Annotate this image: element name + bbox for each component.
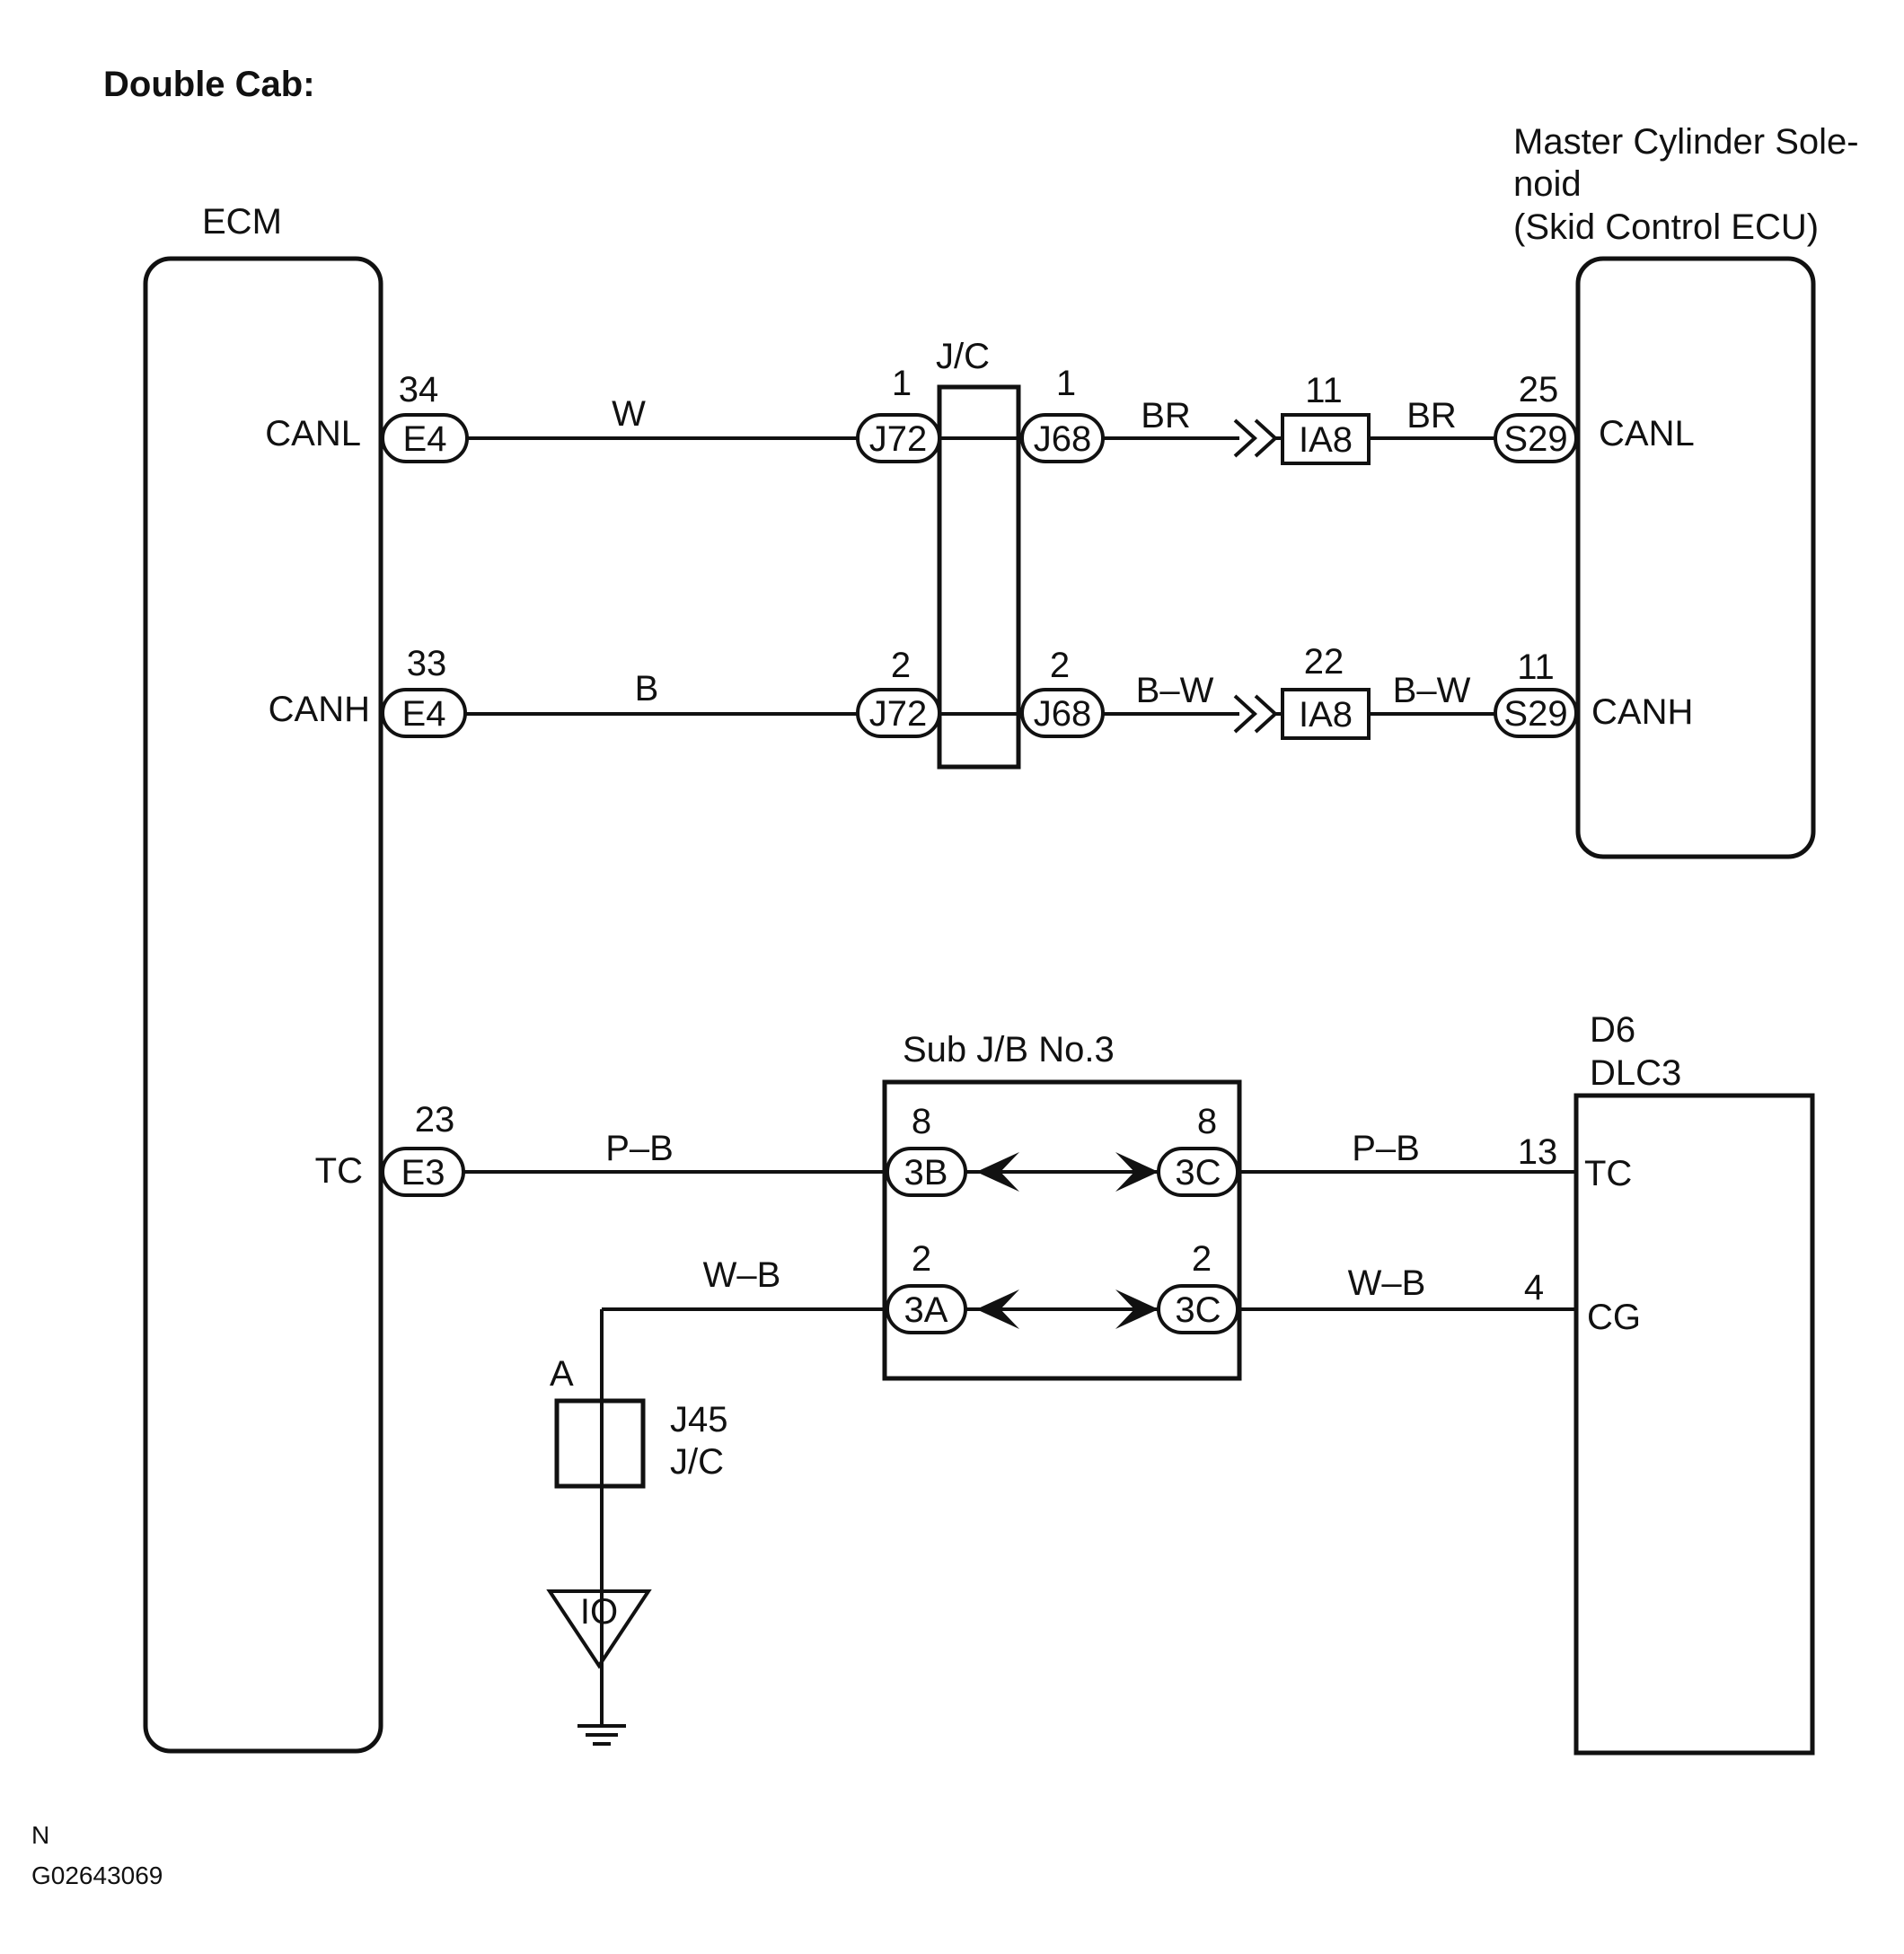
connector-pin: 8 [912,1102,931,1141]
connector-pin: 34 [399,370,439,409]
wire-label-wb-1: W–B [703,1255,781,1295]
connector-code: S29 [1503,419,1567,459]
master-pin-canh: CANH [1591,692,1693,732]
dlc-label-line1: D6 [1590,1010,1635,1050]
connector-code: J72 [869,694,928,734]
dlc-pin-cg: CG [1587,1298,1641,1337]
dlc-pin-tc: TC [1584,1154,1632,1193]
j45-point-label: A [550,1354,574,1394]
connector-3c-cg: 3C 2 [1157,1239,1239,1334]
connector-ia8-canl: IA8 11 [1281,371,1371,465]
wire-label-pb-2: P–B [1352,1129,1420,1168]
plug-arrow-2a [1233,694,1257,734]
connector-pin: 33 [407,644,447,683]
master-label-line1: Master Cylinder Sole- [1513,122,1859,162]
connector-3a: 3A 2 [886,1239,967,1334]
subjb-label: Sub J/B No.3 [903,1030,1115,1069]
subjb-box [882,1079,1242,1381]
connector-code: J72 [869,419,928,459]
connector-code: 3A [904,1290,948,1330]
wire-label-w: W [612,394,646,434]
wire-label-pb-1: P–B [605,1129,674,1168]
connector-pin: 2 [1050,646,1070,685]
connector-pin: 2 [912,1239,931,1279]
dlc-pin-number-tc: 13 [1518,1132,1558,1172]
ground-point-label: IO [580,1592,618,1632]
wire-label-br-1: BR [1141,396,1191,436]
j45-label-line2: J/C [670,1442,724,1482]
connector-code: E3 [401,1153,445,1193]
connector-e4-canh: E4 33 [381,644,467,738]
wire-label-bw-1: B–W [1136,671,1214,710]
connector-code: 3C [1175,1290,1221,1330]
plug-filled-1b [1115,1152,1159,1192]
connector-e3-tc: E3 23 [381,1100,465,1197]
connector-code: 3B [904,1153,948,1193]
connector-code: J68 [1034,694,1092,734]
connector-pin: 1 [1056,364,1076,403]
plug-arrow-1b [1254,418,1278,458]
j45-jc-box [554,1398,646,1489]
ground-point-triangle [546,1589,652,1669]
dlc-label-line2: DLC3 [1590,1053,1681,1093]
connector-e4-canl: E4 34 [381,370,469,463]
connector-3c-tc: 3C 8 [1157,1102,1239,1197]
jc-top-box [937,384,1021,770]
wire-label-br-2: BR [1406,396,1457,436]
connector-pin: 8 [1197,1102,1217,1141]
connector-code: E4 [402,694,446,734]
connector-s29-canl: S29 25 [1494,370,1578,463]
connector-pin: 1 [892,364,912,403]
footer-mark: N [31,1821,49,1849]
ecm-label: ECM [202,202,282,242]
connector-code: IA8 [1299,695,1353,735]
ecm-pin-tc: TC [315,1151,363,1191]
connector-code: S29 [1503,694,1567,734]
plug-arrow-2b [1254,694,1278,734]
connector-ia8-canh: IA8 22 [1281,642,1371,740]
connector-pin: 25 [1519,370,1559,409]
ecm-pin-canl: CANL [265,414,361,453]
connector-3b: 3B 8 [886,1102,967,1197]
connector-pin: 2 [1192,1239,1212,1279]
ground-icon [577,1724,626,1746]
connector-code: 3C [1175,1153,1221,1193]
plug-filled-1a [976,1152,1019,1192]
master-pin-canl: CANL [1599,414,1695,453]
connector-pin: 23 [415,1100,455,1140]
connector-j68-canh: J68 2 [1020,646,1105,738]
connector-j72-canl: J72 1 [856,364,941,463]
connector-j68-canl: J68 1 [1020,364,1105,463]
dlc3-box [1573,1093,1815,1756]
jc-top-label: J/C [936,337,990,376]
master-cylinder-box [1575,256,1816,859]
wire-label-bw-2: B–W [1393,671,1471,710]
connector-pin: 11 [1305,371,1343,410]
connector-pin: 22 [1304,642,1344,682]
connector-j72-canh: J72 2 [856,646,941,738]
ecm-box [143,256,383,1754]
wire-label-b: B [635,669,659,709]
master-label-line3: (Skid Control ECU) [1513,207,1819,247]
dlc-pin-number-cg: 4 [1524,1268,1544,1307]
footer-code: G02643069 [31,1862,163,1889]
connector-code: E4 [403,419,447,459]
connector-code: J68 [1034,419,1092,459]
plug-arrow-1a [1233,418,1257,458]
wire-label-wb-2: W–B [1348,1263,1426,1303]
plug-filled-2b [1115,1289,1159,1329]
ecm-pin-canh: CANH [269,690,370,729]
plug-filled-2a [976,1289,1019,1329]
j45-label-line1: J45 [670,1400,728,1439]
master-label-line2: noid [1513,164,1582,204]
diagram-title: Double Cab: [103,65,315,104]
connector-pin: 2 [891,646,911,685]
connector-code: IA8 [1299,420,1353,460]
connector-s29-canh: S29 11 [1494,647,1578,738]
connector-pin: 11 [1517,647,1555,687]
